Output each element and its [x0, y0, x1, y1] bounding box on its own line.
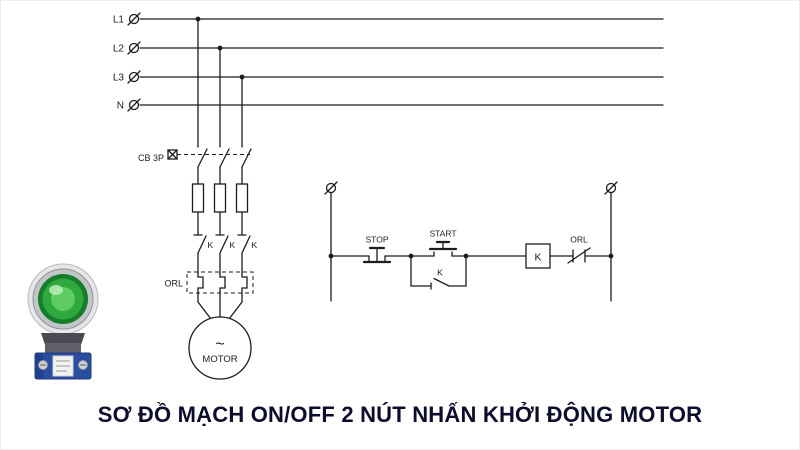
- motor-circle: [188, 316, 252, 380]
- phase-terminal-icon: [127, 98, 141, 112]
- fuse-icon: [191, 183, 205, 213]
- overload-contact-label: ORL: [570, 235, 588, 245]
- phase-terminal-icon: [127, 41, 141, 55]
- contactor-contact-label: K: [252, 240, 258, 250]
- motor: ~ MOTOR: [188, 292, 252, 380]
- circuit-breaker: CB 3P: [138, 148, 252, 168]
- power-rail-label-l1: L1: [113, 15, 125, 26]
- contactor-coil: K: [525, 243, 551, 269]
- start-button-label: START: [429, 229, 456, 239]
- breaker-blade: [219, 148, 230, 168]
- phase-terminal-icon: [127, 70, 141, 84]
- power-rail-label-l2: L2: [113, 44, 125, 55]
- heater-element-icon: [197, 272, 204, 294]
- motor-label: MOTOR: [202, 354, 237, 365]
- junction-dot: [328, 253, 334, 259]
- aux-contact-branch: K: [408, 253, 469, 290]
- coil-label: K: [534, 252, 541, 264]
- control-supply-right: [604, 181, 618, 302]
- button-highlight: [49, 285, 63, 295]
- motor-wave-symbol: ~: [215, 336, 224, 353]
- contactor-main-contacts: K K K: [193, 234, 258, 254]
- heater-element-icon: [241, 272, 248, 294]
- button-collar: [41, 333, 85, 345]
- power-rail-l2: L2: [113, 41, 664, 55]
- junction-dot: [408, 253, 414, 259]
- contactor-contact-label: K: [208, 240, 214, 250]
- power-rail-n: N: [117, 98, 664, 112]
- button-body: [45, 343, 81, 353]
- junction-dot: [463, 253, 469, 259]
- power-rail-l3: L3: [113, 70, 664, 84]
- contactor-contact-label: K: [230, 240, 236, 250]
- start-button-symbol: START: [428, 229, 458, 257]
- stop-button-symbol: STOP: [362, 235, 392, 264]
- power-rail-l1: L1: [113, 12, 664, 26]
- pushbutton-photo: [27, 263, 99, 380]
- control-circuit: STOP START K: [324, 181, 618, 302]
- control-supply-left: [324, 181, 338, 302]
- phase-terminal-icon: [127, 12, 141, 26]
- fuse-icon: [213, 183, 227, 213]
- fuse-icon: [235, 183, 249, 213]
- breaker-label: CB 3P: [138, 153, 164, 163]
- diagram-title: SƠ ĐỒ MẠCH ON/OFF 2 NÚT NHẤN KHỞI ĐỘNG M…: [97, 402, 703, 427]
- coil-box: [525, 243, 551, 269]
- overload-relay: ORL: [164, 271, 254, 294]
- power-rails: L1 L2 L3: [113, 12, 664, 112]
- aux-branch-wire: [410, 255, 467, 287]
- power-rail-label-l3: L3: [113, 73, 125, 84]
- motor-lead-wire: [228, 292, 243, 320]
- breaker-blade: [241, 148, 252, 168]
- breaker-blade: [197, 148, 208, 168]
- junction-dot: [608, 253, 614, 259]
- aux-contact-label: K: [437, 268, 443, 278]
- overload-relay-label: ORL: [164, 279, 183, 289]
- heater-element-icon: [219, 272, 226, 294]
- motor-lead-wire: [197, 292, 212, 320]
- breaker-linkage-box-icon: [167, 149, 178, 160]
- stop-button-label: STOP: [366, 235, 389, 245]
- overload-contact-symbol: ORL: [567, 235, 591, 264]
- fuses: [191, 183, 249, 213]
- power-rail-label-n: N: [117, 101, 124, 112]
- aux-contact-blade: [433, 277, 450, 287]
